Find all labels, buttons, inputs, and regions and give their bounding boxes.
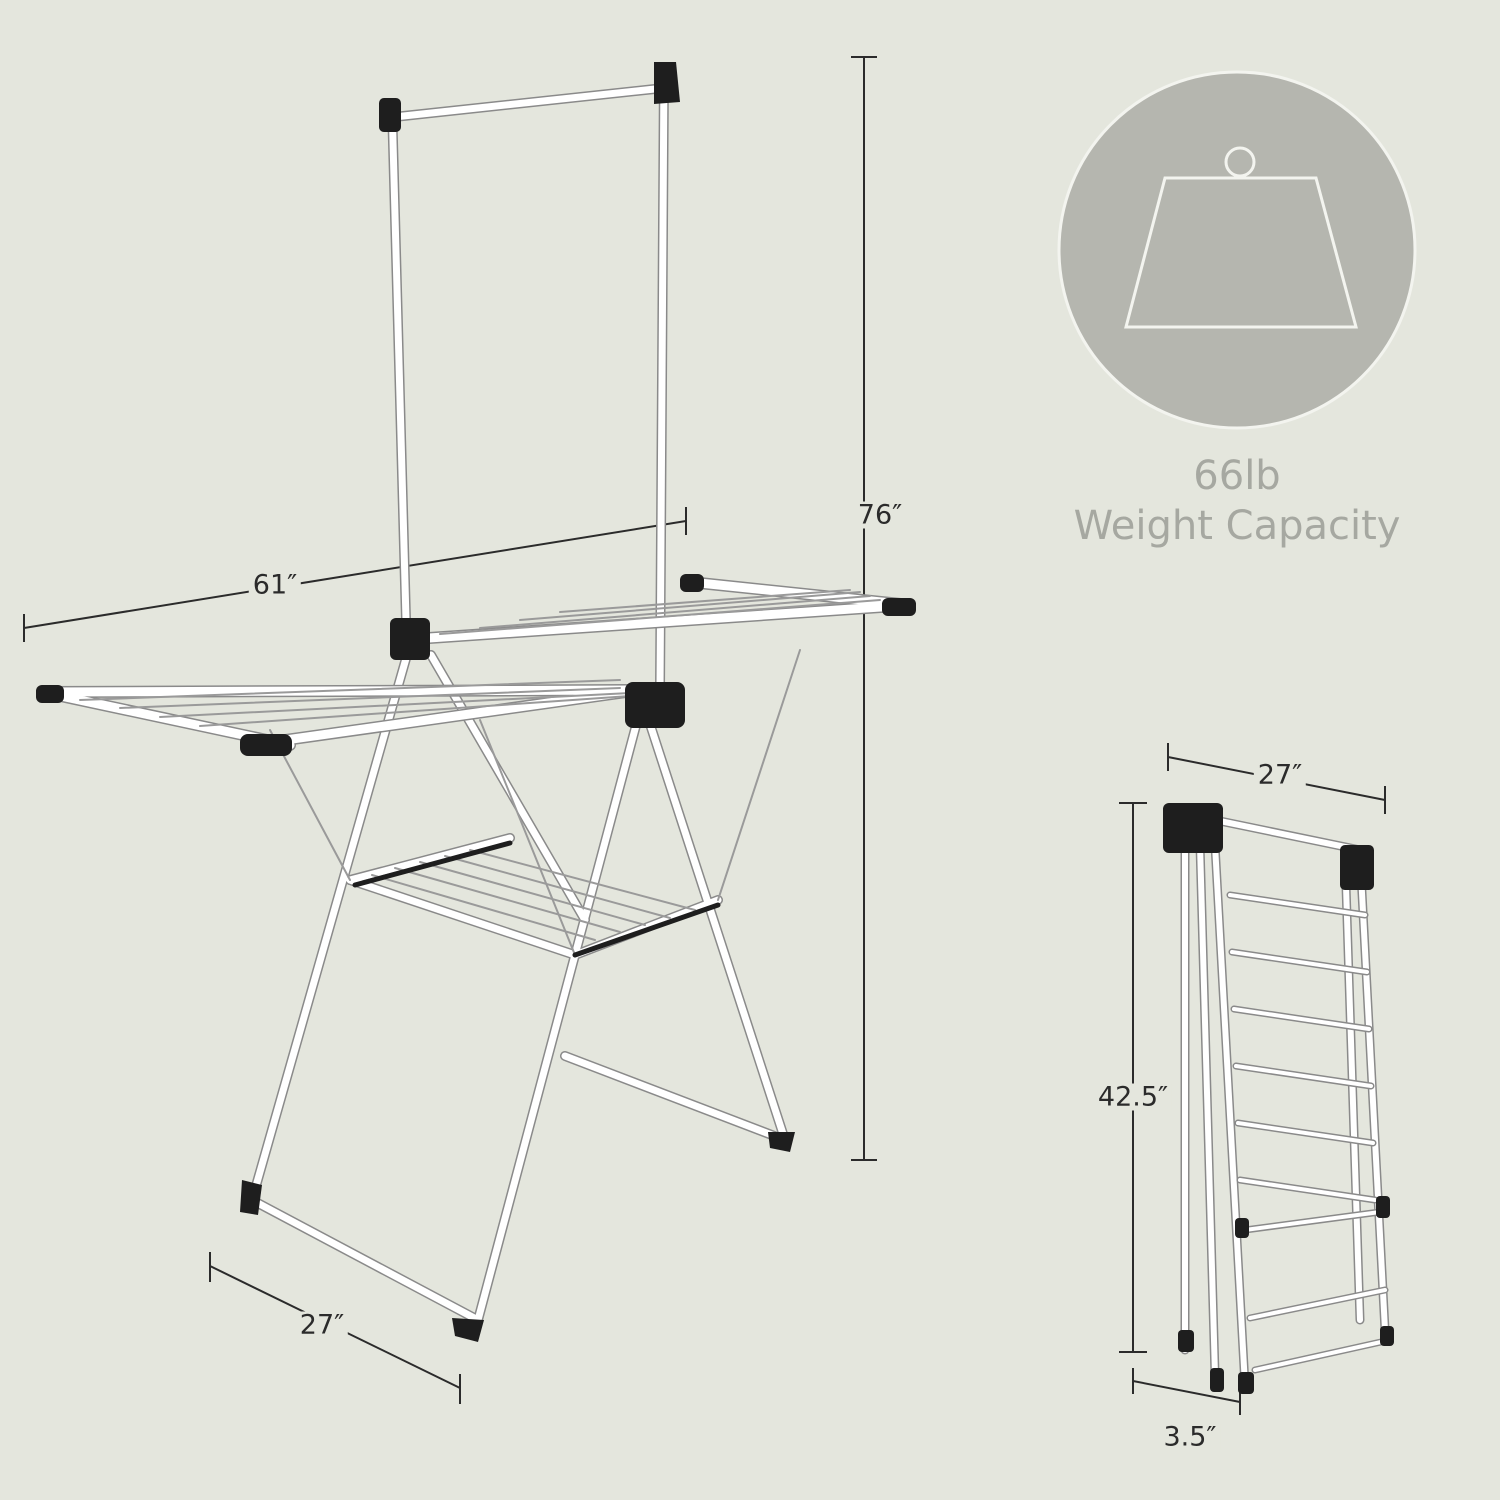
width-dimension-line <box>23 507 687 642</box>
folded-height-label: 42.5″ <box>1093 1083 1173 1111</box>
depth-label: 27″ <box>295 1311 349 1339</box>
drying-rack-unfolded <box>36 62 916 1342</box>
folded-height-dimension-line <box>1119 802 1147 1353</box>
width-label: 61″ <box>248 571 302 599</box>
weight-badge <box>1057 70 1417 430</box>
weight-icon <box>1124 146 1358 329</box>
rack-legs <box>247 65 801 1325</box>
rack-wings <box>36 576 916 751</box>
folded-width-label: 27″ <box>1253 761 1307 789</box>
folded-depth-label: 3.5″ <box>1159 1423 1221 1451</box>
weight-value: 66lb <box>1193 453 1281 499</box>
drying-rack-folded <box>1163 803 1394 1394</box>
rack-joints <box>36 62 916 1342</box>
weight-label: Weight Capacity <box>1073 503 1401 549</box>
height-label: 76″ <box>853 501 907 529</box>
